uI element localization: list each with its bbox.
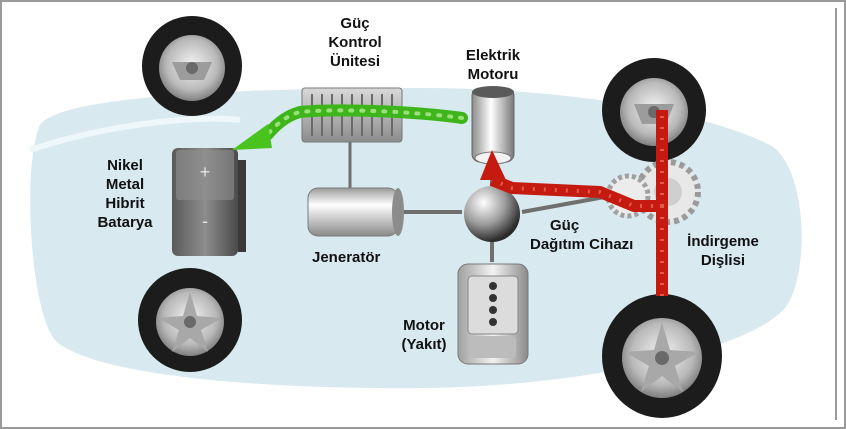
battery-pack bbox=[172, 148, 246, 256]
label-battery-line-1: Nikel bbox=[107, 157, 143, 174]
label-battery-line-2: Metal bbox=[105, 176, 145, 193]
label-generator: Jeneratör bbox=[312, 248, 380, 267]
battery-plus-icon: + bbox=[200, 162, 211, 182]
body-highlight bbox=[29, 115, 241, 153]
label-gear-line-2: Dişlisi bbox=[700, 252, 746, 269]
power-split-sphere bbox=[464, 186, 520, 242]
label-psd-line-1: Güç bbox=[550, 217, 580, 234]
generator bbox=[307, 187, 404, 237]
label-power-split-device: Güç Dağıtım Cihazı bbox=[530, 216, 633, 254]
electric-flow-arrowhead bbox=[232, 124, 272, 150]
label-psd-line-2: Dağıtım Cihazı bbox=[530, 236, 634, 253]
label-pcu-line-2: Kontrol bbox=[328, 34, 382, 51]
label-pcu-line-3: Ünitesi bbox=[329, 53, 380, 70]
output-shaft bbox=[521, 194, 611, 214]
label-battery: Nikel Metal Hibrit Batarya bbox=[90, 156, 160, 232]
label-battery-line-4: Batarya bbox=[97, 214, 153, 231]
label-reduction-gear: İndirgeme Dişlisi bbox=[668, 232, 778, 270]
wheel-rear-right bbox=[602, 294, 722, 418]
label-pcu-line-1: Güç bbox=[340, 15, 370, 32]
label-electric-motor: Elektrik Motoru bbox=[448, 46, 538, 84]
label-engine-line-2: (Yakıt) bbox=[401, 336, 447, 353]
electric-power-flow bbox=[232, 104, 468, 150]
label-power-control-unit: Güç Kontrol Ünitesi bbox=[305, 14, 405, 71]
label-motor-line-1: Elektrik bbox=[465, 47, 521, 64]
wheel-rear-left bbox=[138, 268, 242, 372]
label-motor-line-2: Motoru bbox=[467, 66, 519, 83]
label-gear-line-1: İndirgeme bbox=[687, 233, 759, 250]
wheel-front-left bbox=[142, 16, 242, 116]
label-engine: Motor (Yakıt) bbox=[386, 316, 462, 354]
electric-motor bbox=[471, 86, 515, 165]
mechanical-flow-arrowhead bbox=[480, 150, 506, 180]
battery-minus-icon: - bbox=[202, 211, 208, 231]
label-battery-line-3: Hibrit bbox=[105, 195, 145, 212]
label-engine-line-1: Motor bbox=[403, 317, 445, 334]
mechanical-power-flow bbox=[480, 110, 668, 296]
engine-block bbox=[457, 263, 529, 365]
wheel-front-right bbox=[602, 58, 706, 162]
label-generator-text: Jeneratör bbox=[312, 249, 381, 266]
